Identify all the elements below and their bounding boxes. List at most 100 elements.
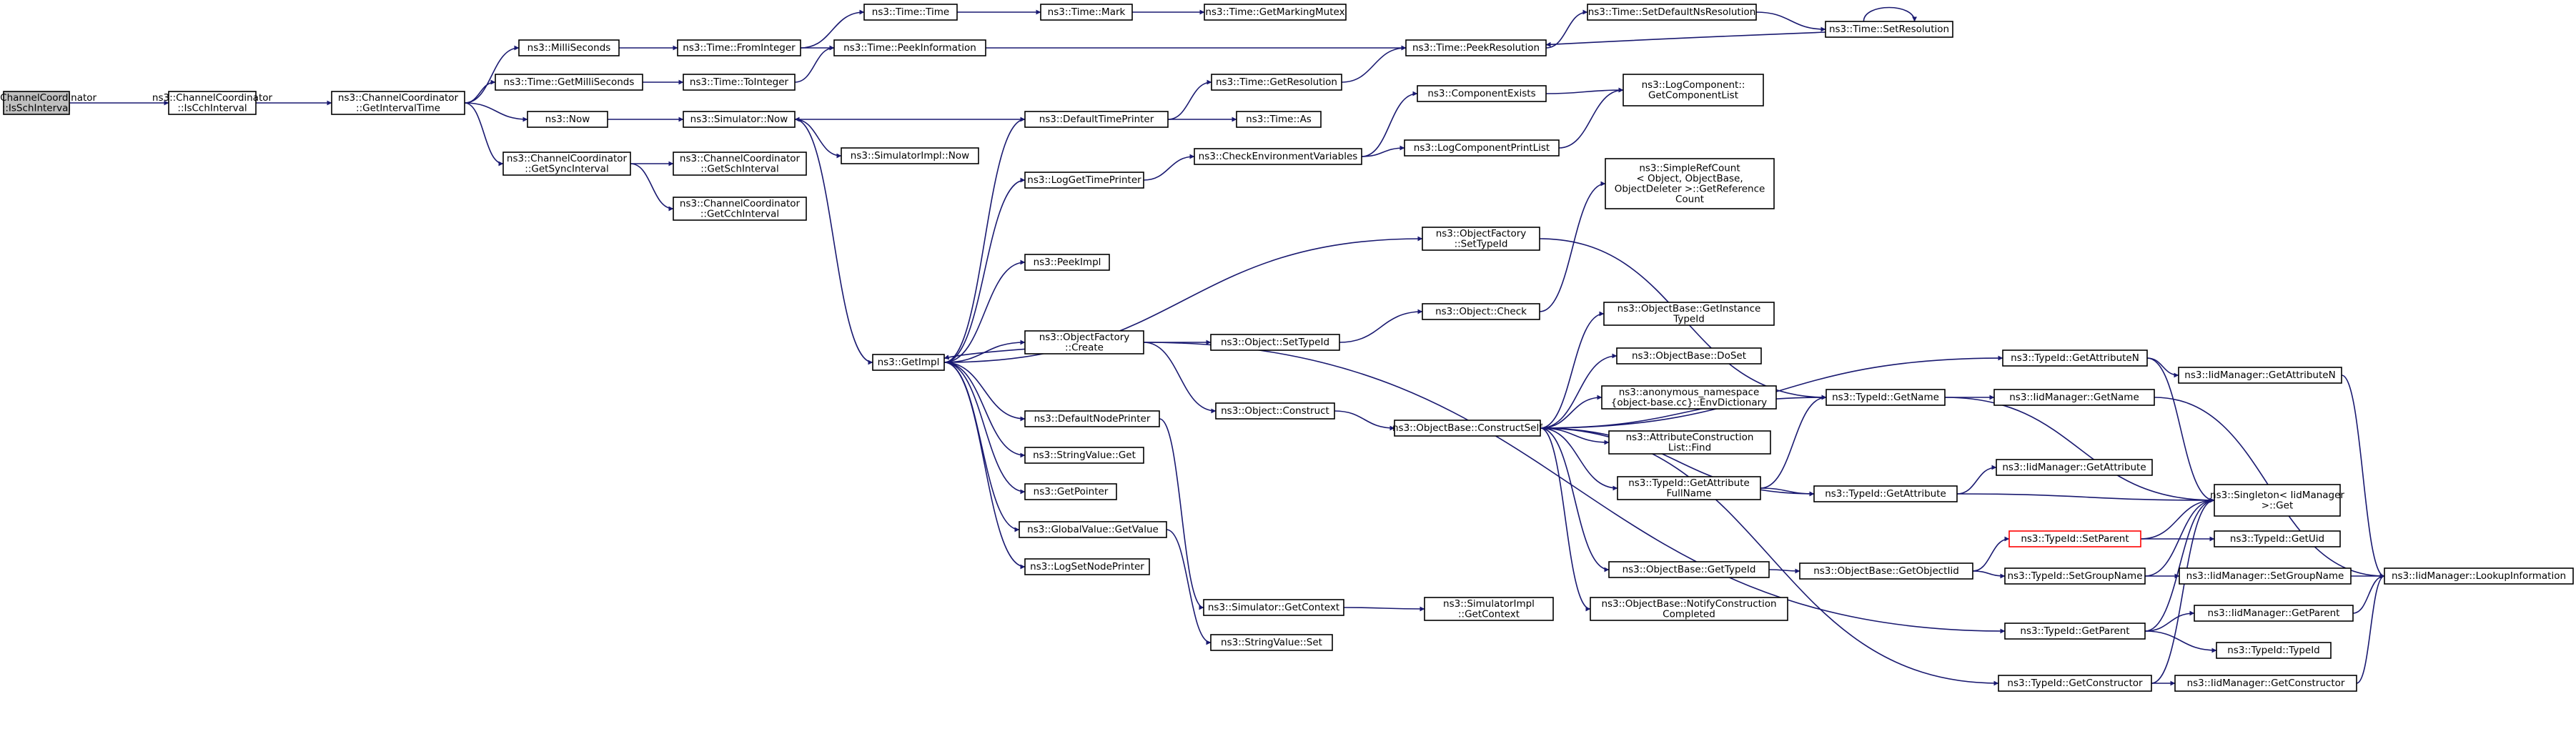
edge-n6-n11 [630,163,674,212]
edge-n41-n48 [1540,427,1591,612]
function-node[interactable]: ns3::Object::SetTypeId [1210,334,1340,351]
function-node[interactable]: ns3::Time::GetMilliSeconds [495,74,643,91]
function-node[interactable]: ns3::StringValue::Set [1210,634,1333,651]
function-node[interactable]: ns3::Time::FromInteger [677,39,801,56]
edge-n2-n5 [464,102,528,122]
function-node[interactable]: ns3::IidManager::GetParent [2194,605,2354,622]
node-label: ns3::TypeId::SetParent [2021,533,2129,545]
node-box [1236,111,1322,128]
node-label: ns3::ObjectBase::GetInstance [1618,303,1761,314]
function-node[interactable]: ns3::Time::PeekResolution [1405,39,1547,56]
function-node[interactable]: ns3::Time::GetResolution [1211,74,1342,91]
function-node[interactable]: ns3::ObjectFactory::SetTypeId [1422,227,1540,251]
function-node[interactable]: ns3::Time::Time [863,4,958,21]
node-label: ::SetTypeId [1455,238,1508,249]
function-node[interactable]: ns3::TypeId::SetParent [2008,530,2141,547]
function-node[interactable]: ns3::SimpleRefCount< Object, ObjectBase,… [1605,158,1775,209]
function-node[interactable]: ns3::IidManager::GetConstructor [2174,675,2357,692]
node-label: ns3::ObjectFactory [1039,332,1130,343]
function-node[interactable]: ns3::LogGetTimePrinter [1024,172,1144,189]
node-label: ns3::TypeId::GetName [1832,392,1939,403]
function-node[interactable]: ns3::CheckEnvironmentVariables [1194,148,1362,165]
node-label: {object-base.cc}::EnvDictionary [1611,397,1767,408]
node-box [1210,334,1340,351]
function-node[interactable]: ns3::IidManager::SetGroupName [2179,567,2352,585]
function-node[interactable]: ns3::TypeId::GetAttributeN [2002,349,2148,367]
node-label: ns3::Time::SetResolution [1829,24,1949,35]
edge-n41-n47 [1540,427,1610,572]
function-node[interactable]: ns3::MilliSeconds [518,39,620,56]
node-box [2214,484,2341,517]
node-label: ns3::ChannelCoordinator [507,153,628,164]
function-node[interactable]: ns3::Object::Check [1422,303,1540,320]
function-node[interactable]: ns3::LogComponentPrintList [1404,139,1560,157]
node-box [841,147,979,164]
function-node[interactable]: ns3::Time::GetMarkingMutex [1204,4,1347,21]
function-node[interactable]: ns3::Time::ToInteger [683,74,796,91]
function-node[interactable]: ns3::Time::As [1236,111,1322,128]
function-node[interactable]: ns3::ObjectFactory::Create [1024,330,1144,354]
node-box [673,152,807,176]
function-node[interactable]: ns3::TypeId::TypeId [2216,642,2332,659]
function-node[interactable]: ns3::Time::PeekInformation [833,39,986,56]
function-node[interactable]: ns3::anonymous_namespace{object-base.cc}… [1601,385,1777,410]
function-node[interactable]: ns3::IidManager::GetAttribute [1996,459,2153,476]
function-node[interactable]: ns3::IidManager::GetAttributeN [2178,367,2342,384]
function-node[interactable]: ns3::TypeId::GetParent [2004,623,2146,640]
node-label: ns3::ChannelCoordinator [680,153,801,164]
node-label: ns3::IidManager::GetAttributeN [2184,370,2335,381]
function-node[interactable]: ns3::Time::SetResolution [1825,21,1953,38]
function-node[interactable]: ns3::ChannelCoordinator::GetSchInterval [673,152,807,176]
node-box [2179,567,2352,585]
function-node[interactable]: ns3::ChannelCoordinator::GetCchInterval [673,197,807,221]
function-node[interactable]: ns3::Object::Construct [1215,402,1335,420]
function-node[interactable]: ns3::SimulatorImpl::GetContext [1424,597,1554,621]
function-node[interactable]: ns3::ChannelCoordinator::IsSchInterval [0,91,97,115]
edge-n23-n28 [943,362,1026,458]
function-node[interactable]: ns3::Singleton< IidManager>::Get [2210,484,2344,517]
function-node[interactable]: ns3::LogComponent::GetComponentList [1623,74,1764,106]
function-node[interactable]: ns3::DefaultTimePrinter [1024,111,1169,128]
function-node[interactable]: ns3::TypeId::SetGroupName [2004,567,2146,585]
function-node[interactable]: ns3::LogSetNodePrinter [1024,558,1150,575]
function-node[interactable]: ns3::TypeId::GetAttribute [1813,485,1958,502]
function-node[interactable]: ns3::Time::SetDefaultNsResolution [1587,4,1757,21]
function-node[interactable]: ns3::GetImpl [872,354,945,371]
function-node[interactable]: ns3::ObjectBase::GetObjectIid [1799,562,1973,580]
edge-n41-n61 [1540,427,1999,686]
function-node[interactable]: ns3::Simulator::GetContext [1203,599,1344,616]
function-node[interactable]: ns3::IidManager::GetName [1993,389,2155,406]
function-node[interactable]: ns3::ObjectBase::DoSet [1616,347,1762,364]
function-node[interactable]: ns3::ObjectBase::ConstructSelf [1392,420,1543,437]
function-node[interactable]: ns3::IidManager::LookupInformation [2384,567,2574,585]
function-node[interactable]: ns3::TypeId::GetName [1826,389,1946,406]
function-node[interactable]: ns3::DefaultNodePrinter [1024,410,1160,427]
function-node[interactable]: ns3::GlobalValue::GetValue [1019,521,1167,538]
function-node[interactable]: ns3::StringValue::Get [1024,447,1144,464]
node-label: ns3::Singleton< IidManager [2210,490,2344,501]
node-label: ns3::anonymous_namespace [1619,387,1760,398]
function-node[interactable]: ns3::ChannelCoordinator::GetIntervalTime [331,91,465,115]
node-box [683,111,796,128]
function-node[interactable]: ns3::Simulator::Now [683,111,796,128]
function-node[interactable]: ns3::ComponentExists [1417,85,1547,102]
function-node[interactable]: ns3::ObjectBase::NotifyConstructionCompl… [1590,597,1788,621]
function-node[interactable]: ns3::GetPointer [1024,483,1117,500]
function-node[interactable]: ns3::ChannelCoordinator::IsCchInterval [152,91,273,115]
edge-n62-n69 [2341,375,2385,579]
node-label: ns3::LogComponentPrintList [1414,142,1550,154]
function-node[interactable]: ns3::Time::Mark [1040,4,1133,21]
function-node[interactable]: ns3::TypeId::GetConstructor [1998,675,2152,692]
function-node[interactable]: ns3::ObjectBase::GetTypeId [1608,561,1770,578]
function-node[interactable]: ns3::TypeId::GetUid [2214,530,2341,547]
function-node[interactable]: ns3::ChannelCoordinator::GetSyncInterval [502,152,631,176]
function-node[interactable]: ns3::SimulatorImpl::Now [841,147,979,164]
function-node[interactable]: ns3::Now [527,111,608,128]
edge-n2-n4 [464,79,496,104]
node-box [2004,567,2146,585]
function-node[interactable]: ns3::PeekImpl [1024,254,1110,271]
edge-n59-n63 [2144,497,2215,577]
